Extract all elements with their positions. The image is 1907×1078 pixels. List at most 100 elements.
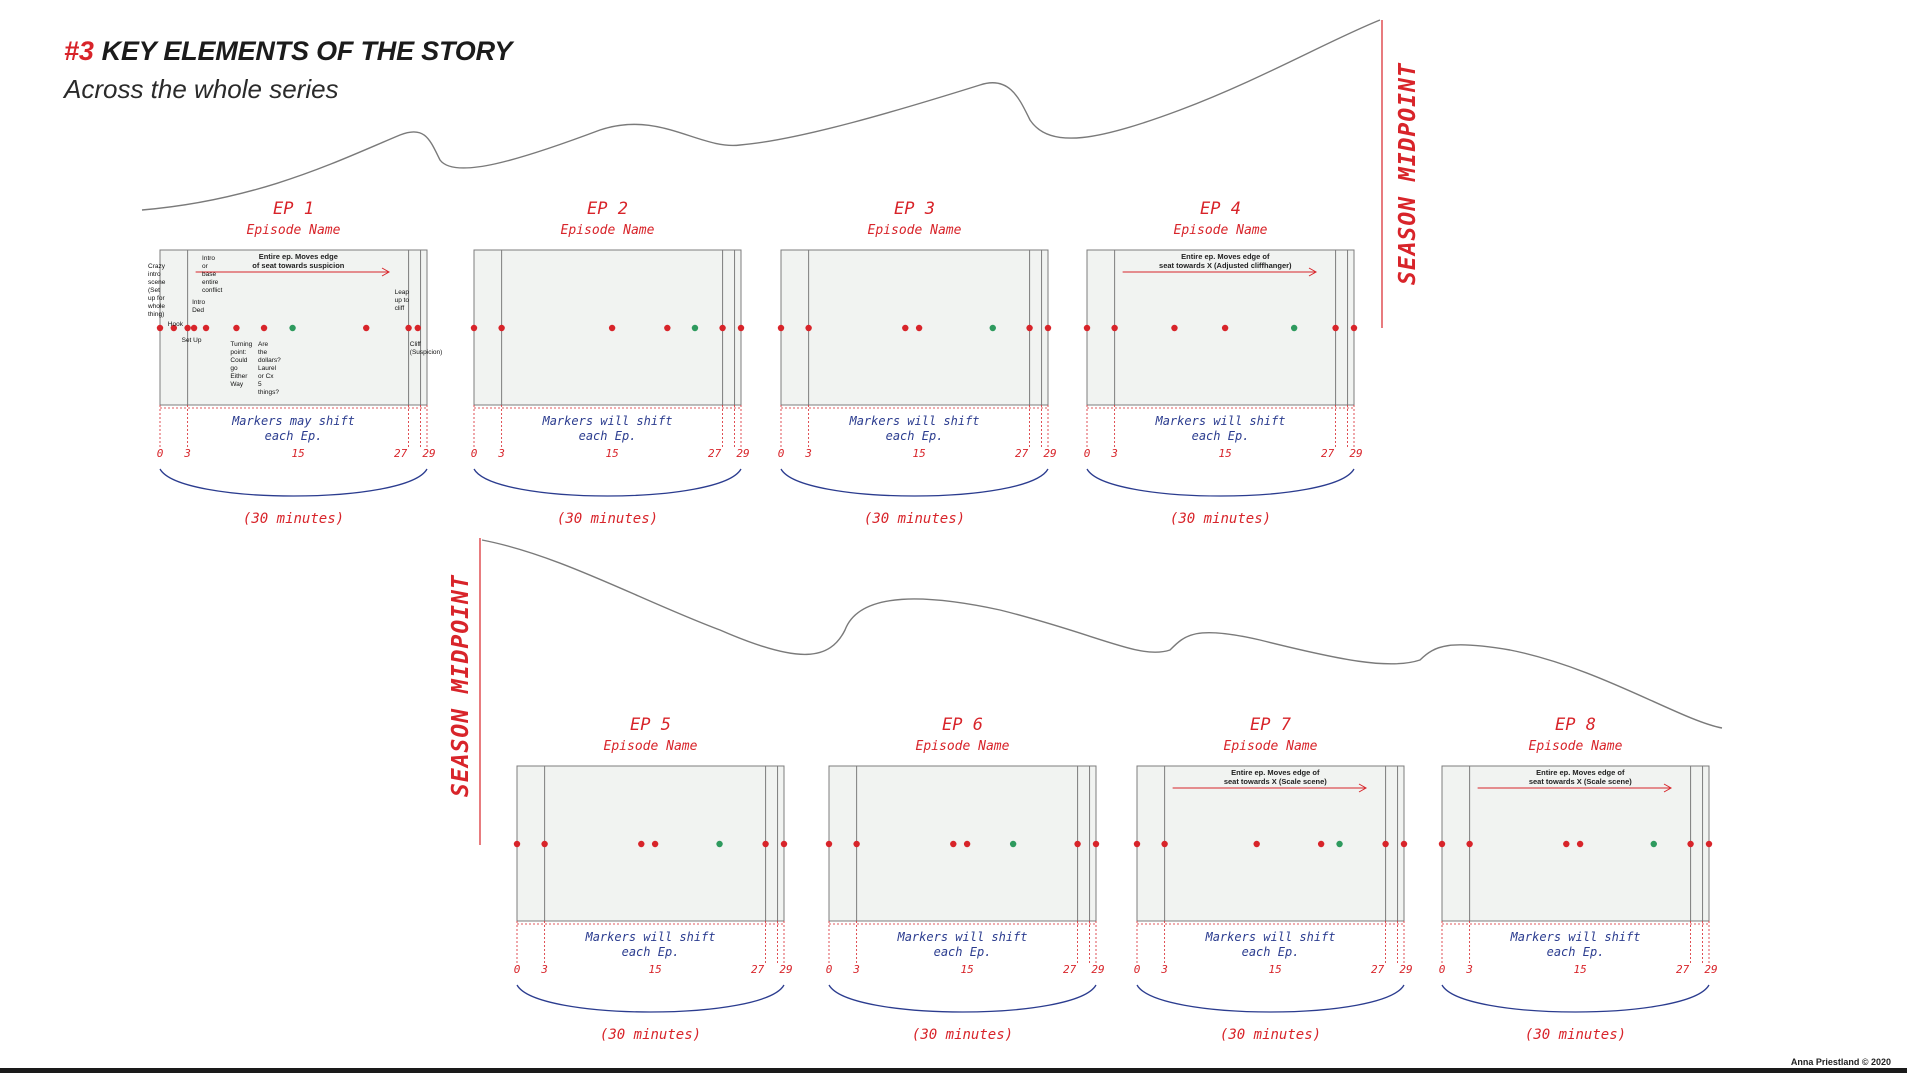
red-story-marker [805,324,812,332]
tick-label: 29 [1704,963,1717,976]
tick-label: 27 [751,963,765,976]
marker-note-line-2: each Ep. [1192,429,1250,443]
episode-panel [780,249,1049,406]
duration-label: (30 minutes) [243,511,344,527]
beat-annotation: Hook [168,321,184,328]
tick-label: 15 [648,963,661,976]
episode-number: EP 5 [630,715,671,735]
tick-label: 3 [1465,963,1473,976]
red-story-marker [664,324,671,332]
duration-brace [1086,468,1355,497]
tick-label: 29 [1399,963,1412,976]
red-story-marker [1253,840,1260,848]
episode-number: EP 6 [942,715,983,735]
marker-note-line-2: each Ep. [265,429,323,443]
episode-name: Episode Name [1224,739,1318,754]
episode-panel [516,765,785,922]
tick-label: 0 [1084,447,1091,460]
red-story-marker [260,324,268,332]
tick-label: 27 [1676,963,1690,976]
red-story-marker [825,840,833,848]
green-story-marker [716,840,723,848]
red-story-marker [1576,840,1584,848]
tick-label: 3 [540,963,548,976]
red-story-marker [651,840,659,848]
red-story-marker [184,324,191,332]
tick-label: 3 [497,447,505,460]
episode-number: EP 4 [1200,199,1241,219]
tension-curve-bottom [481,539,1723,729]
tick-label: 27 [1371,963,1385,976]
tick-label: 15 [1218,447,1231,460]
tick-label: 3 [1110,447,1118,460]
arrow-note-line-1: Entire ep. Moves edge of [1231,768,1320,777]
red-story-marker [414,324,421,332]
bottom-bar [0,1068,1907,1073]
tick-label: 29 [1349,447,1362,460]
red-story-marker [608,324,616,332]
red-story-marker [1026,324,1033,332]
episode-number: EP 8 [1555,715,1596,735]
tick-label: 15 [605,447,618,460]
tick-label: 27 [394,447,408,460]
red-story-marker [1161,840,1168,848]
red-story-marker [1332,324,1339,332]
tick-label: 27 [1063,963,1077,976]
episode-name: Episode Name [561,223,655,238]
tick-label: 29 [736,447,749,460]
tick-label: 3 [804,447,812,460]
tick-label: 0 [157,447,164,460]
episode-name: Episode Name [247,223,341,238]
red-story-marker [1687,840,1694,848]
marker-note-line-2: each Ep. [934,945,992,959]
arrow-note-line-2: of seat towards suspicion [252,261,345,270]
red-story-marker [1563,840,1570,848]
duration-brace [1441,984,1710,1013]
green-story-marker [989,324,996,332]
episode-name: Episode Name [916,739,1010,754]
green-story-marker [691,324,699,332]
red-story-marker [1466,840,1473,848]
tick-label: 3 [183,447,191,460]
marker-note-line-1: Markers will shift [1509,930,1640,944]
arrow-head-icon [1358,783,1368,793]
duration-label: (30 minutes) [1220,1027,1321,1043]
red-story-marker [190,324,198,332]
beat-annotation: Cliff(Suspicion) [410,341,443,356]
marker-note-line-2: each Ep. [1242,945,1300,959]
red-story-marker [1350,324,1358,332]
duration-brace [516,984,785,1013]
beat-annotation: Set Up [182,337,202,344]
tick-label: 15 [1268,963,1281,976]
tick-label: 0 [1134,963,1141,976]
page-subtitle: Across the whole series [64,74,339,104]
tick-label: 29 [779,963,792,976]
red-story-marker [1074,840,1081,848]
red-story-marker [762,840,769,848]
green-story-marker [289,324,296,332]
red-story-marker [1400,840,1408,848]
red-story-marker [1092,840,1100,848]
marker-note-line-1: Markers will shift [848,414,979,428]
red-story-marker [1705,840,1713,848]
green-story-marker [1009,840,1017,848]
tension-curve-top [141,19,1381,211]
red-story-marker [363,324,370,332]
red-story-marker [1111,324,1118,332]
title-number: #3 [64,36,94,66]
red-story-marker [638,840,645,848]
arrow-head-icon [1308,267,1318,277]
tick-label: 0 [1439,963,1446,976]
red-story-marker [780,840,788,848]
arrow-head-icon [1663,783,1673,793]
